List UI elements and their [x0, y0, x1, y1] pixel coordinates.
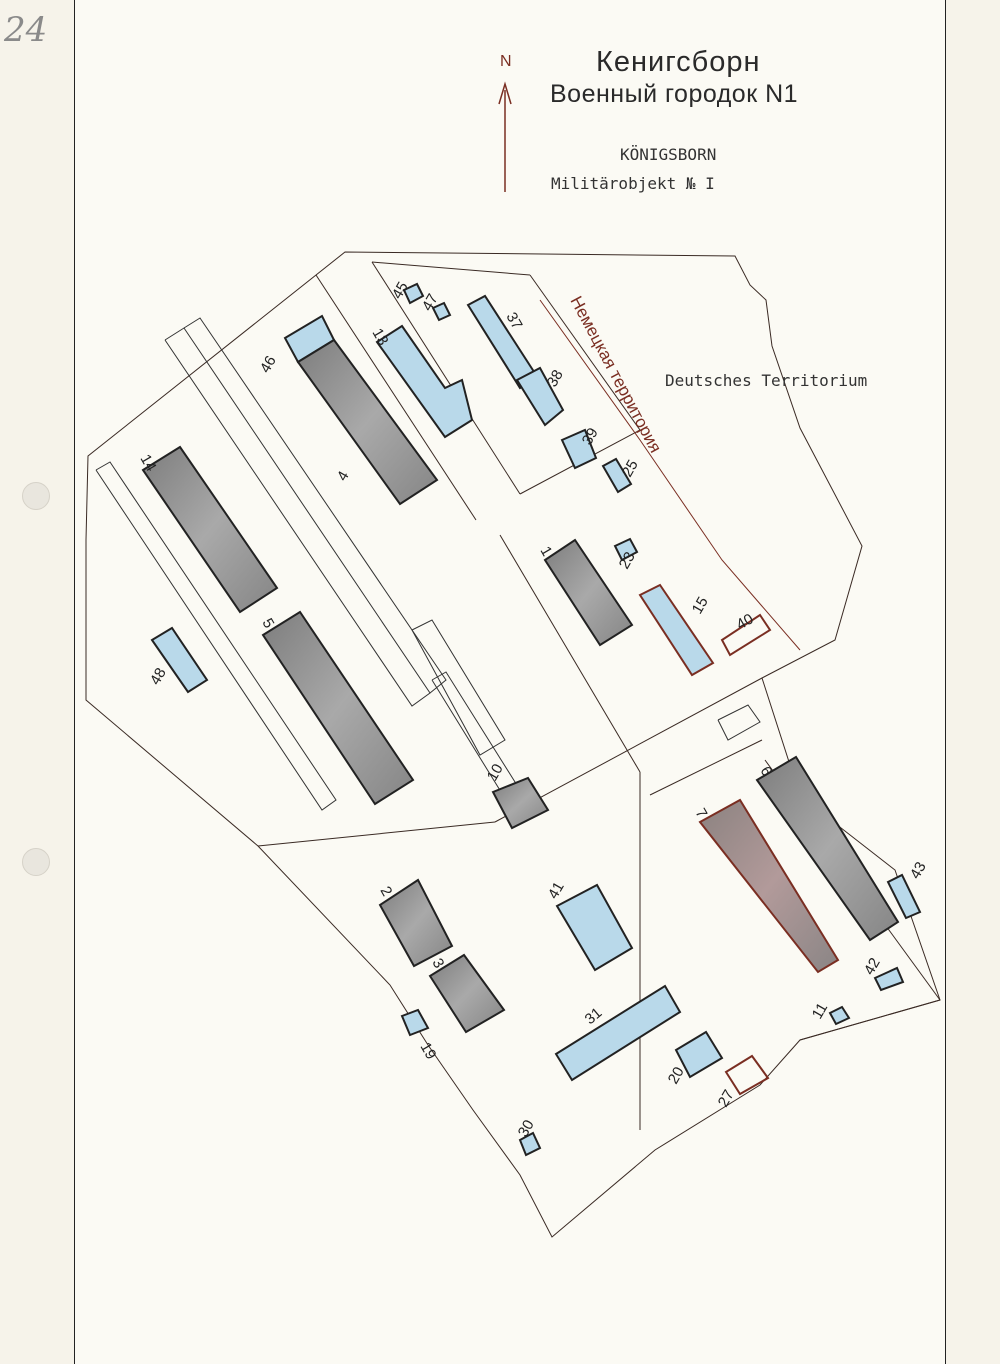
building-38: [515, 366, 565, 427]
building-number-19: 19: [417, 1040, 440, 1063]
building-13: [375, 324, 474, 439]
building-1: [543, 538, 634, 647]
building-number-20: 20: [665, 1064, 688, 1087]
building-number-43: 43: [907, 859, 930, 882]
building-42: [873, 966, 905, 992]
building-number-45: 45: [389, 279, 412, 302]
building-number-27: 27: [715, 1087, 738, 1110]
building-number-15: 15: [689, 594, 712, 617]
label-deutsches-territorium: Deutsches Territorium: [665, 371, 867, 390]
title-russian-line2: Военный городок N1: [550, 80, 799, 108]
building-number-40: 40: [734, 610, 757, 633]
building-number-23: 23: [616, 549, 639, 572]
building-number-37: 37: [503, 310, 526, 333]
building-2: [378, 878, 454, 968]
building-number-41: 41: [545, 879, 568, 902]
building-number-46: 46: [257, 353, 280, 376]
building-43: [886, 873, 922, 920]
building-number-42: 42: [861, 955, 884, 978]
building-number-30: 30: [515, 1117, 538, 1140]
building-number-25: 25: [619, 457, 642, 480]
page-number: 24: [4, 10, 48, 50]
building-14: [141, 445, 279, 614]
building-39: [560, 428, 598, 470]
building-number-38: 38: [544, 367, 567, 390]
building-27: [724, 1054, 770, 1096]
building-number-47: 47: [419, 291, 442, 314]
building-number-13: 13: [369, 326, 392, 349]
paper-sheet: [74, 0, 946, 1364]
building-number-14: 14: [137, 452, 160, 475]
building-3: [428, 953, 506, 1034]
building-15: [638, 583, 715, 677]
building-23: [613, 537, 639, 562]
building-number-39: 39: [579, 425, 602, 448]
building-31: [554, 984, 682, 1082]
building-11: [828, 1005, 851, 1026]
building-7: [698, 798, 840, 974]
punch-hole: [22, 848, 50, 876]
building-4: [296, 338, 439, 506]
building-number-10: 10: [484, 761, 507, 784]
title-russian-line1: Кенигсборн: [596, 46, 761, 78]
railway-tracks: [95, 317, 761, 811]
building-20: [674, 1030, 724, 1079]
building-number-11: 11: [809, 1000, 832, 1022]
building-6: [755, 755, 900, 942]
building-30: [518, 1131, 542, 1157]
site-boundary: [85, 251, 941, 1238]
building-40: [720, 613, 772, 657]
buildings: [141, 282, 922, 1157]
building-47: [431, 301, 452, 322]
building-45: [402, 282, 425, 305]
north-label: N: [500, 53, 512, 70]
title-german-line2: Militärobjekt № I: [551, 174, 715, 193]
north-arrow-icon: [498, 81, 512, 192]
building-19: [400, 1008, 430, 1037]
building-10: [491, 776, 550, 830]
building-5: [261, 610, 415, 806]
building-25: [601, 457, 633, 494]
building-41: [555, 883, 634, 972]
building-number-4: 4: [334, 468, 353, 484]
title-german-line1: KÖNIGSBORN: [620, 145, 717, 164]
building-48: [150, 626, 209, 694]
punch-hole: [22, 482, 50, 510]
german-border: [539, 299, 801, 651]
building-number-48: 48: [147, 665, 170, 688]
